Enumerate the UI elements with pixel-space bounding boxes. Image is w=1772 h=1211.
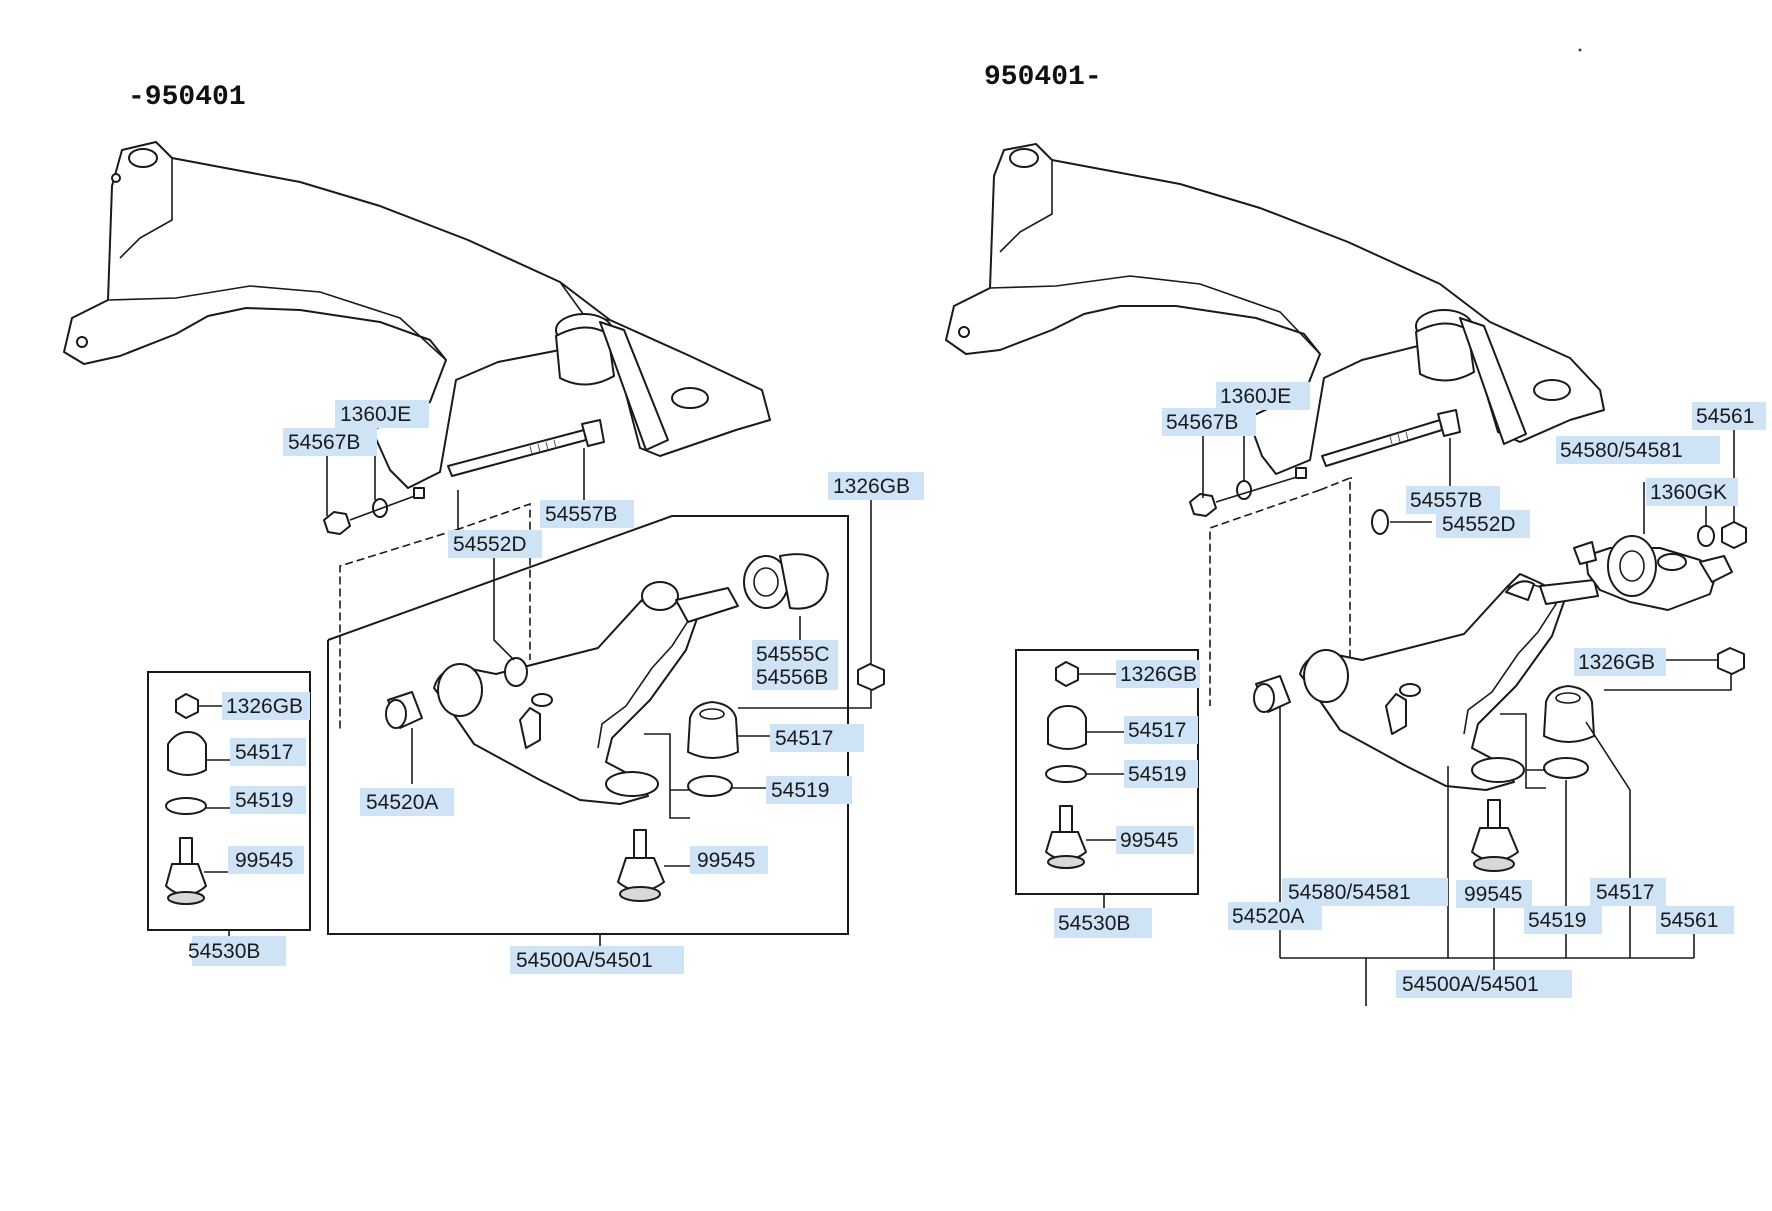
label-99545-left: 99545 (697, 849, 755, 872)
label-box-54519-left: 54519 (235, 789, 293, 812)
label-54557b-right: 54557B (1410, 489, 1482, 512)
left-bushing-54555c (743, 553, 829, 610)
label-54556b-left: 54556B (756, 666, 828, 689)
label-box-54530b-left: 54530B (188, 940, 260, 963)
right-ring-54519 (1543, 757, 1589, 779)
label-box-54530b-right: 54530B (1058, 912, 1130, 935)
left-boot-54517 (687, 701, 770, 759)
label-54561-bottom-right: 54561 (1660, 909, 1718, 932)
left-nut-54567b (323, 487, 425, 535)
label-54567b-left: 54567B (288, 431, 360, 454)
label-54500a-right: 54500A/54501 (1402, 973, 1539, 996)
right-header: 950401- (984, 62, 1102, 93)
left-bolt-54557b (447, 419, 605, 477)
label-box-54519-right: 54519 (1128, 763, 1186, 786)
label-54500a-left: 54500A/54501 (516, 949, 653, 972)
left-ring-54519 (687, 775, 733, 797)
label-box-99545-right: 99545 (1120, 829, 1178, 852)
right-bushing-54580 (1573, 482, 1733, 611)
label-1360je-right: 1360JE (1220, 385, 1291, 408)
label-99545-right: 99545 (1464, 883, 1522, 906)
label-54580-bottom-right: 54580/54581 (1288, 881, 1411, 904)
label-box-54517-left: 54517 (235, 741, 293, 764)
label-54520a-left: 54520A (366, 791, 438, 814)
right-nut-54567b (1189, 467, 1307, 517)
right-bushing-54520a (1253, 675, 1291, 713)
label-1360je-left: 1360JE (340, 403, 411, 426)
label-54517-left: 54517 (775, 727, 833, 750)
label-1326gb-left-top: 1326GB (833, 475, 910, 498)
right-kit-box (1015, 649, 1199, 910)
label-54580-top-right: 54580/54581 (1560, 439, 1683, 462)
label-box-54517-right: 54517 (1128, 719, 1186, 742)
left-balljoint-99545 (617, 829, 690, 902)
label-box-1326gb-right: 1326GB (1120, 663, 1197, 686)
left-bushing-54520a (385, 691, 423, 729)
right-washer-1360gk (1697, 525, 1715, 547)
right-subframe (945, 143, 1605, 475)
label-1360gk-right: 1360GK (1650, 481, 1727, 504)
label-1326gb-right: 1326GB (1578, 651, 1655, 674)
left-lower-arm (433, 581, 739, 805)
label-54519-right: 54519 (1528, 909, 1586, 932)
right-bolt-54557b (1321, 409, 1461, 467)
right-section: 950401- (945, 48, 1766, 1006)
label-box-1326gb-left: 1326GB (226, 695, 303, 718)
left-nut-1326gb (738, 492, 885, 709)
label-54557b-left: 54557B (545, 503, 617, 526)
left-kit-box (147, 671, 311, 950)
left-washer-54552d (504, 657, 528, 687)
right-labels: 1360JE 54567B 54557B 54552D 54561 54580/… (1054, 382, 1766, 998)
right-washer-54552d (1371, 509, 1389, 535)
left-labels: 1360JE 54567B 54557B 54552D 1326GB 54555… (188, 400, 924, 974)
right-boot-54517 (1543, 685, 1595, 743)
right-nut-54561 (1721, 521, 1747, 549)
left-section: -950401 (63, 82, 924, 974)
label-54555c-left: 54555C (756, 643, 830, 666)
left-header: -950401 (128, 82, 246, 113)
left-subframe (63, 141, 771, 489)
label-box-99545-left: 99545 (235, 849, 293, 872)
right-balljoint-99545 (1471, 799, 1519, 872)
label-54561-top-right: 54561 (1696, 405, 1754, 428)
label-54520a-right: 54520A (1232, 905, 1304, 928)
label-54517-right: 54517 (1596, 881, 1654, 904)
label-54567b-right: 54567B (1166, 411, 1238, 434)
label-54552d-right: 54552D (1442, 513, 1516, 536)
label-54552d-left: 54552D (453, 533, 527, 556)
right-nut-1326gb (1717, 647, 1745, 675)
label-54519-left: 54519 (771, 779, 829, 802)
right-lower-arm (1299, 573, 1599, 791)
